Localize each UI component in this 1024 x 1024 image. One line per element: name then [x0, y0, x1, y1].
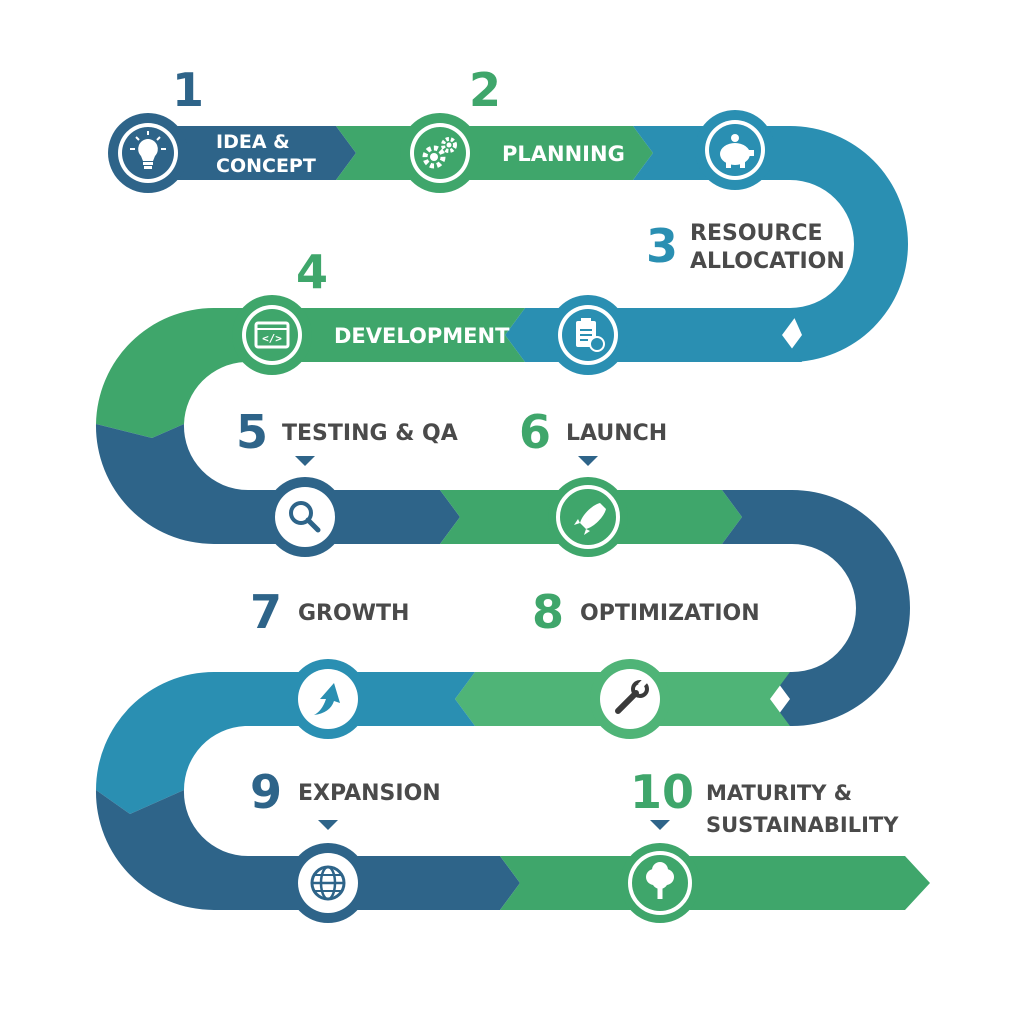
gears-icon — [400, 113, 480, 193]
tree-icon — [620, 843, 700, 923]
road-segment-10 — [95, 790, 520, 911]
step-7-label: GROWTH — [298, 601, 409, 626]
road-segment-9 — [96, 672, 475, 814]
road-segment-1 — [140, 126, 356, 180]
step-1-label-line-2: CONCEPT — [216, 155, 316, 177]
step-2-label: PLANNING — [502, 142, 625, 166]
step-3-number: 3 — [646, 219, 678, 273]
code-window-icon: </> — [232, 295, 312, 375]
step-4-label: DEVELOPMENT — [334, 324, 510, 348]
step-7-number: 7 — [250, 585, 282, 639]
road-segment-11 — [500, 856, 930, 910]
growth-arrow-icon — [288, 659, 368, 739]
svg-text:</>: </> — [262, 332, 282, 345]
step-2-number: 2 — [469, 63, 501, 117]
road-segment-5 — [95, 424, 461, 544]
rocket-icon — [548, 477, 628, 557]
pointer-markers — [295, 456, 670, 830]
pointer-triangle-5 — [295, 456, 315, 466]
road-segment-7 — [722, 490, 910, 726]
step-10-number: 10 — [630, 765, 694, 819]
step-10-label-line-2: SUSTAINABILITY — [706, 813, 899, 837]
step-3-label-line-1: RESOURCE — [690, 221, 823, 246]
magnifier-icon — [265, 477, 345, 557]
wrench-icon — [590, 659, 670, 739]
road-segment-4 — [96, 308, 525, 438]
piggy-bank-icon — [695, 110, 775, 190]
globe-icon — [288, 843, 368, 923]
step-6-number: 6 — [519, 405, 551, 459]
step-9-number: 9 — [250, 765, 282, 819]
pointer-triangle-9 — [318, 820, 338, 830]
road-segment-3 — [633, 126, 908, 362]
step-1-label-line-1: IDEA & — [216, 131, 290, 153]
pointer-triangle-6 — [578, 456, 598, 466]
step-8-label: OPTIMIZATION — [580, 601, 760, 626]
step-3-label-line-2: ALLOCATION — [690, 249, 845, 274]
step-4-number: 4 — [296, 245, 328, 299]
lightbulb-icon — [108, 113, 188, 193]
step-1-number: 1 — [172, 63, 204, 117]
pointer-triangle-10 — [650, 820, 670, 830]
step-5-number: 5 — [236, 405, 268, 459]
clipboard-icon — [548, 295, 628, 375]
step-5-label: TESTING & QA — [282, 421, 458, 446]
step-6-label: LAUNCH — [566, 421, 667, 446]
step-8-number: 8 — [532, 585, 564, 639]
step-10-label-line-1: MATURITY & — [706, 781, 852, 805]
step-9-label: EXPANSION — [298, 781, 441, 806]
